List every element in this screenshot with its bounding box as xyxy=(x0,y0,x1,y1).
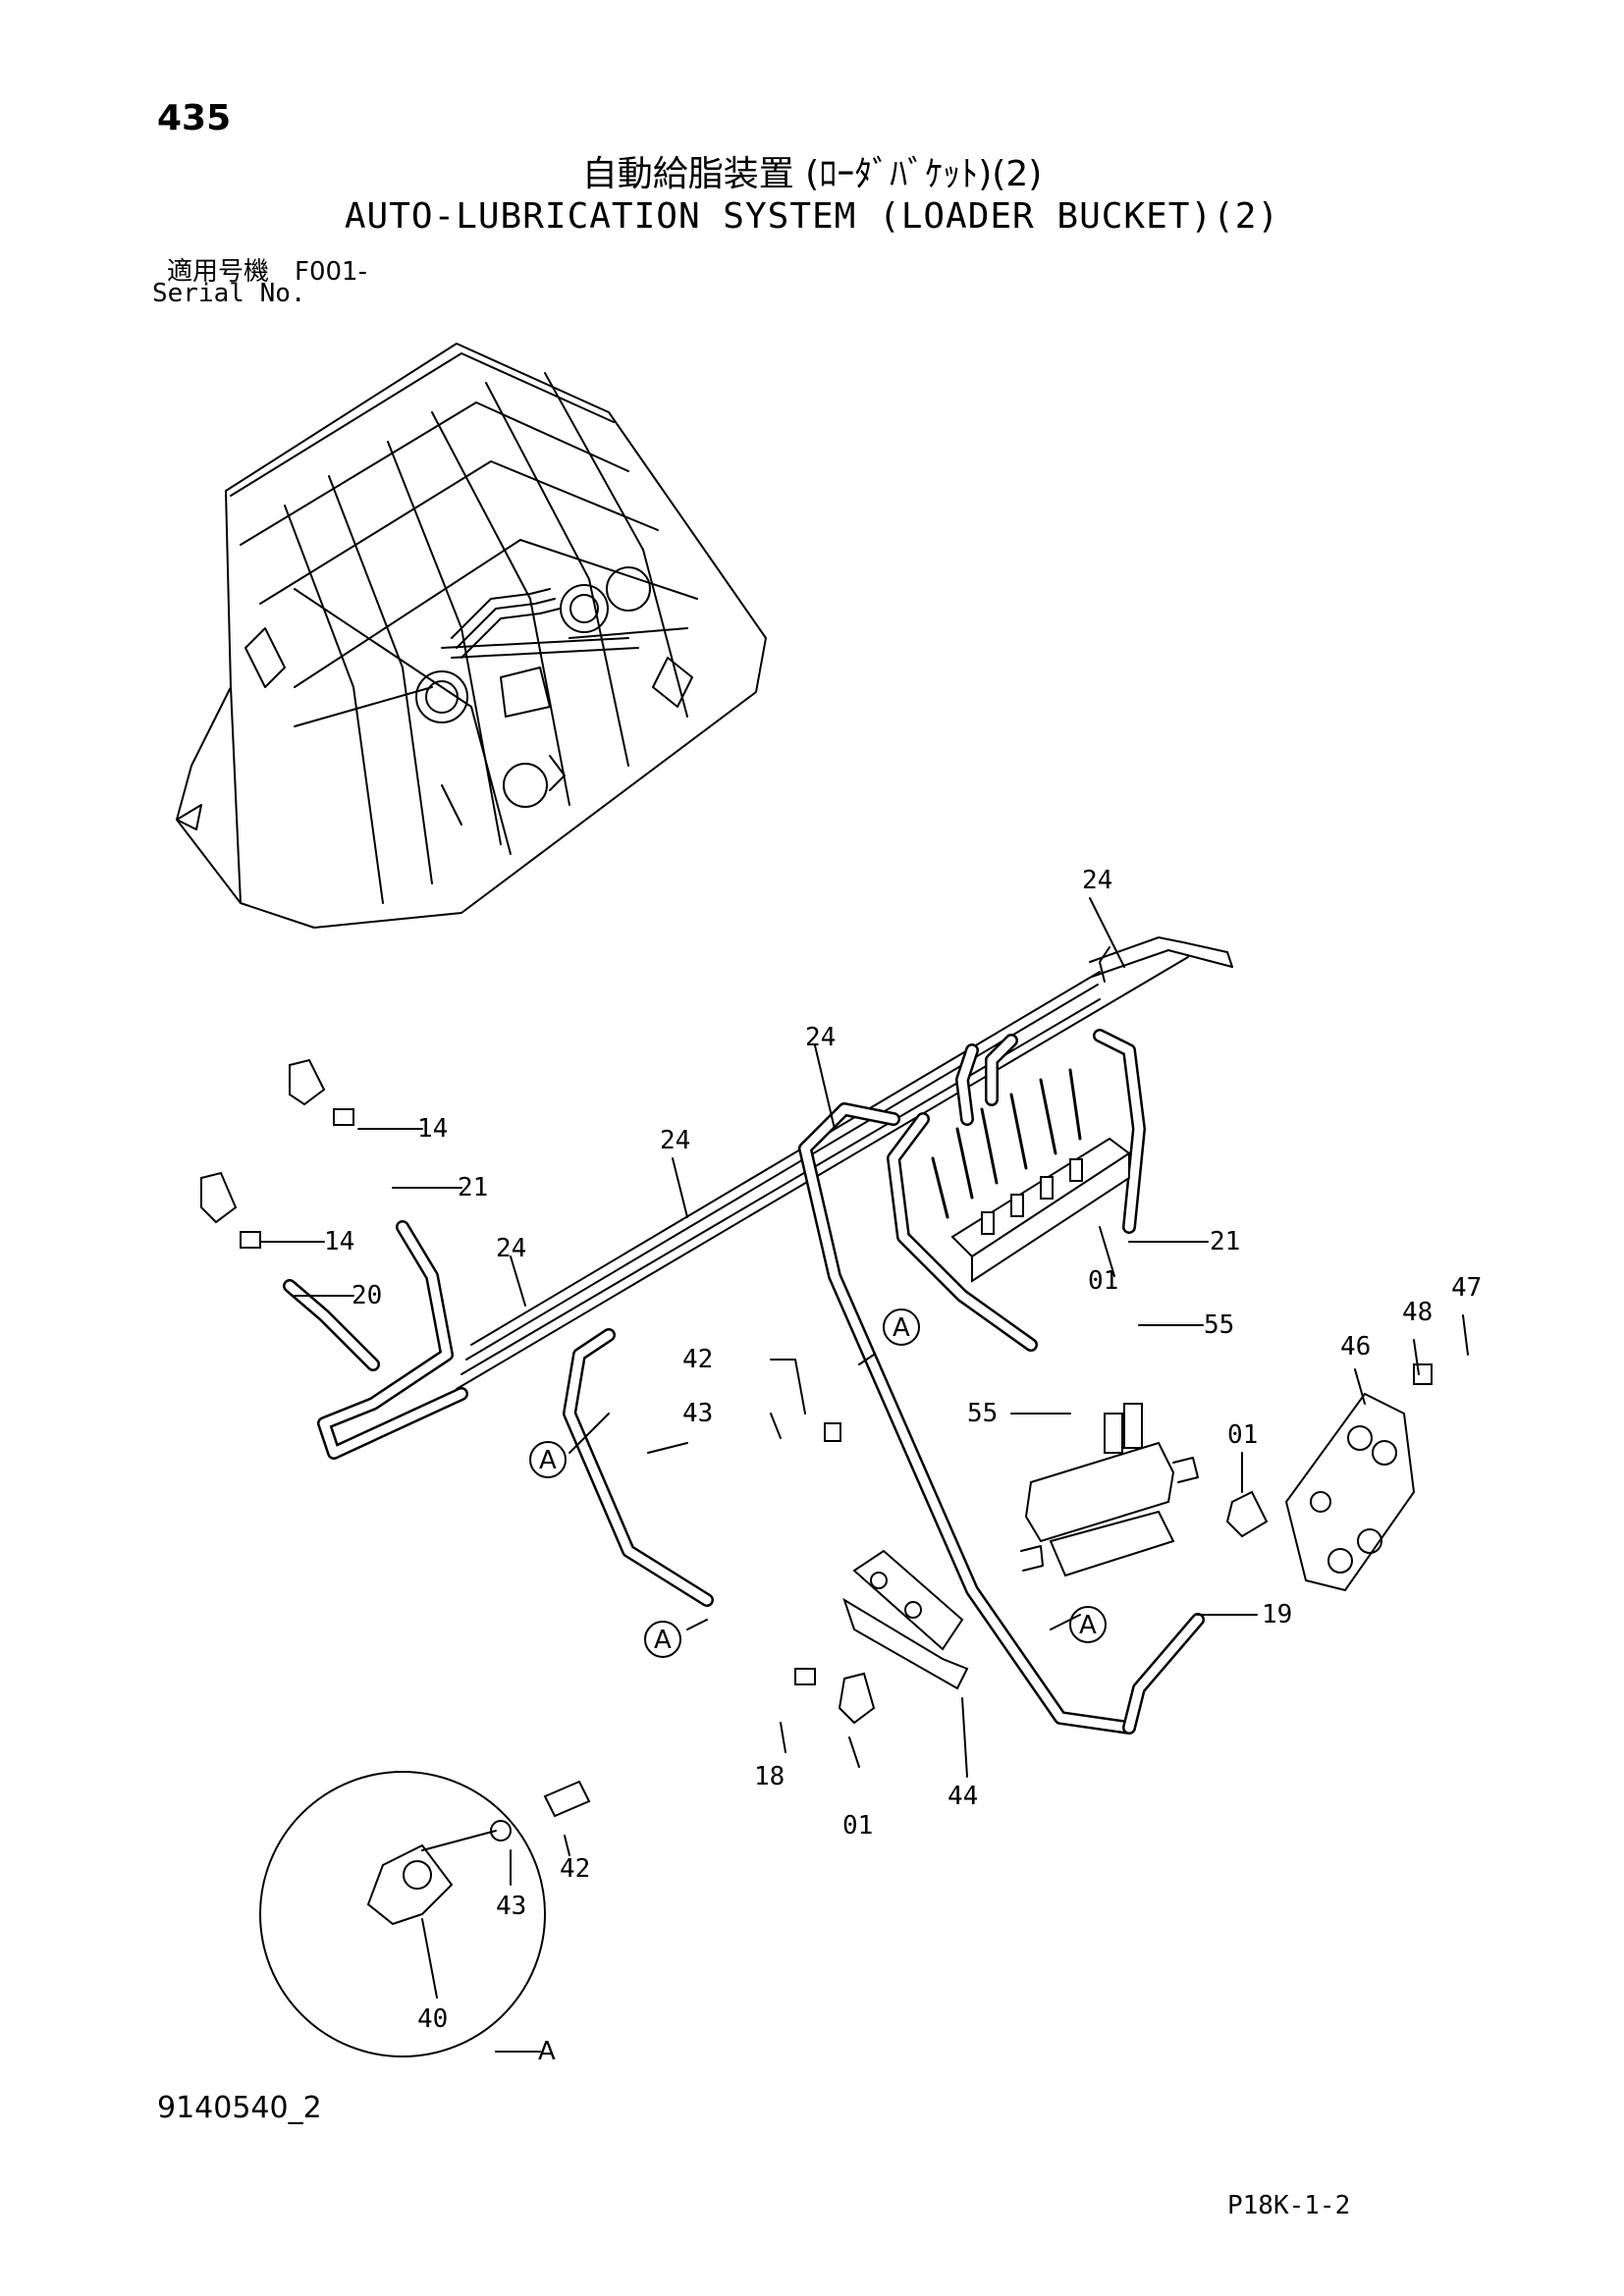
label-24-far-left: 24 xyxy=(496,1234,526,1263)
plate-code: P18K-1-2 xyxy=(1227,2191,1351,2220)
detail-view-a xyxy=(259,1771,591,2057)
title-japanese: 自動給脂装置 (ﾛｰﾀﾞﾊﾞｹｯﾄ)(2) xyxy=(581,154,1043,194)
label-44: 44 xyxy=(947,1782,978,1811)
callout-a-right: A xyxy=(1079,1611,1097,1640)
label-18: 18 xyxy=(754,1762,785,1791)
bucket-overview-illustration xyxy=(176,343,767,929)
label-48: 48 xyxy=(1402,1298,1433,1327)
label-46: 46 xyxy=(1340,1332,1371,1362)
label-55-upper: 55 xyxy=(1204,1310,1234,1340)
label-24-top: 24 xyxy=(1082,866,1112,895)
label-01-bracket: 01 xyxy=(842,1811,873,1841)
serial-label-english: Serial No. xyxy=(152,279,306,308)
label-19: 19 xyxy=(1262,1600,1292,1629)
label-43-detail: 43 xyxy=(496,1892,526,1921)
label-24-left: 24 xyxy=(660,1126,690,1155)
callout-a-center: A xyxy=(893,1313,910,1343)
title-english: AUTO-LUBRICATION SYSTEM (LOADER BUCKET)(… xyxy=(344,196,1280,237)
callout-a-left: A xyxy=(539,1446,557,1475)
part-number-labels: 24 24 24 24 14 21 14 20 21 01 55 47 48 4… xyxy=(324,866,1482,2034)
mounting-plate xyxy=(1284,1392,1416,1592)
label-55-lower: 55 xyxy=(967,1399,998,1428)
label-43-main: 43 xyxy=(682,1399,713,1428)
label-42-main: 42 xyxy=(682,1345,713,1374)
label-24-mid: 24 xyxy=(805,1023,836,1052)
label-21-right: 21 xyxy=(1210,1227,1240,1256)
leader-lines xyxy=(259,897,1469,2053)
document-number: 9140540_2 xyxy=(157,2091,322,2125)
distributor-block xyxy=(931,1068,1131,1283)
label-14-upper: 14 xyxy=(417,1114,448,1144)
callout-circles xyxy=(529,1308,1107,1658)
callout-a-lower-left: A xyxy=(654,1626,672,1655)
label-47: 47 xyxy=(1451,1273,1482,1303)
label-21-left: 21 xyxy=(458,1173,488,1202)
page-number: 435 xyxy=(157,98,232,138)
label-20: 20 xyxy=(352,1281,382,1310)
label-01-pump: 01 xyxy=(1227,1420,1258,1450)
label-14-lower: 14 xyxy=(324,1227,354,1256)
detail-a-label: A xyxy=(538,2037,556,2066)
callout-letters: A A A A A xyxy=(538,1313,1097,2066)
bracket xyxy=(842,1549,969,1690)
lubrication-pump xyxy=(1020,1403,1199,1577)
label-01-distributor: 01 xyxy=(1088,1266,1118,1296)
label-42-detail: 42 xyxy=(560,1854,590,1884)
serial-label-japanese: 適用号機 F001- xyxy=(167,257,367,287)
lubrication-hoses xyxy=(283,1029,1205,1735)
grease-fittings xyxy=(200,1058,1433,1725)
label-40: 40 xyxy=(417,2004,448,2034)
